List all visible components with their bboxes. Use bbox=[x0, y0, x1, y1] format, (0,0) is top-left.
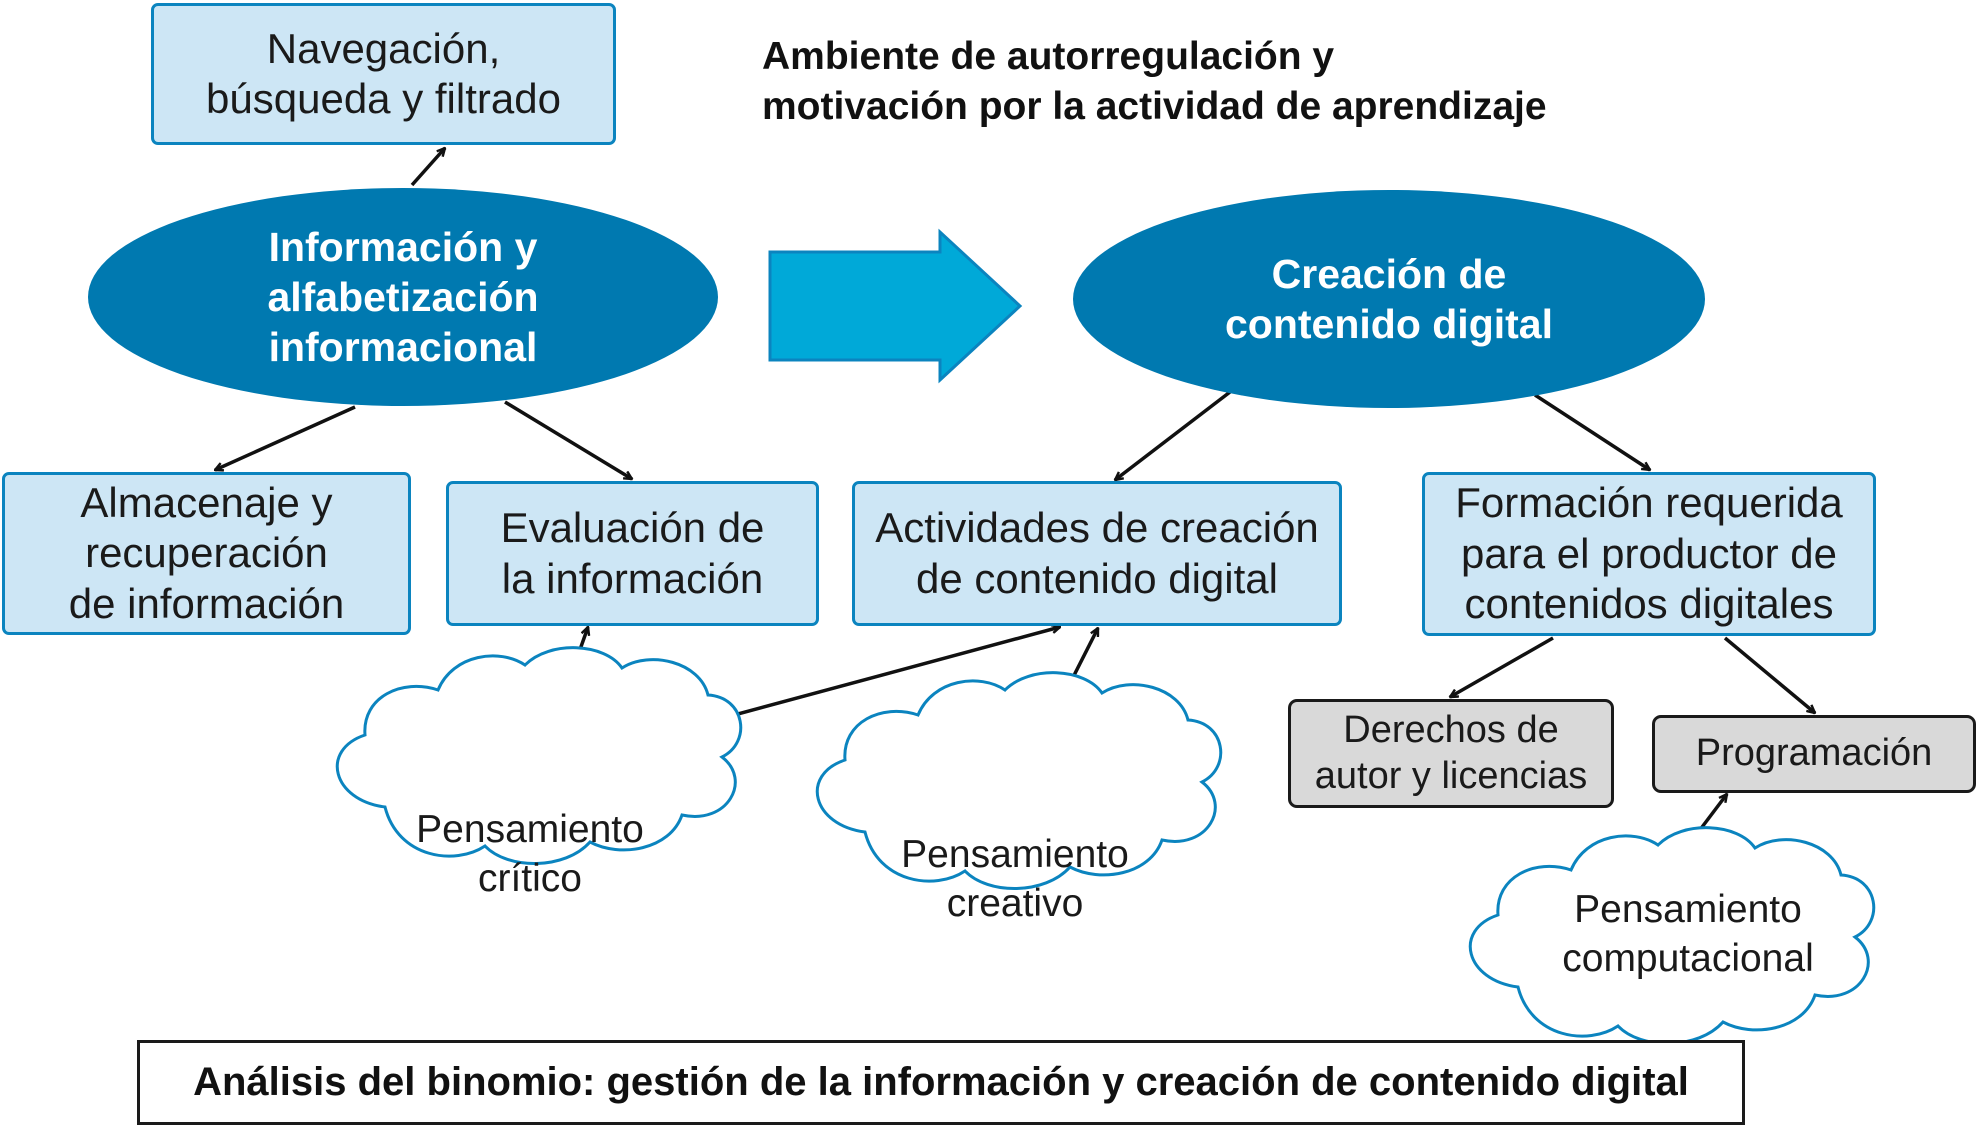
cloud-creativo-text: Pensamiento creativo bbox=[845, 825, 1185, 935]
cloud-critico-label: Pensamiento crítico bbox=[416, 808, 644, 900]
node-informacion: Información y alfabetización informacion… bbox=[88, 188, 718, 406]
node-almacenaje: Almacenaje y recuperación de información bbox=[2, 472, 411, 635]
block-arrow bbox=[768, 228, 1023, 384]
node-actividades-label: Actividades de creación de contenido dig… bbox=[875, 504, 1319, 602]
diagram-caption: Análisis del binomio: gestión de la info… bbox=[137, 1040, 1745, 1125]
cloud-computacional-label: Pensamiento computacional bbox=[1562, 888, 1814, 980]
node-creacion-label: Creación de contenido digital bbox=[1225, 250, 1553, 347]
node-navegacion: Navegación, búsqueda y filtrado bbox=[151, 3, 616, 145]
node-derechos-label: Derechos de autor y licencias bbox=[1314, 708, 1588, 797]
cloud-critico-text: Pensamiento crítico bbox=[360, 800, 700, 910]
edge-creacion-actividades bbox=[1115, 390, 1232, 480]
node-creacion: Creación de contenido digital bbox=[1073, 190, 1705, 408]
node-actividades: Actividades de creación de contenido dig… bbox=[852, 481, 1342, 626]
edge-formacion-programacion bbox=[1723, 636, 1815, 713]
cloud-computacional-text: Pensamiento computacional bbox=[1498, 880, 1878, 990]
node-evaluacion-label: Evaluación de la información bbox=[500, 504, 765, 602]
node-derechos: Derechos de autor y licencias bbox=[1288, 699, 1614, 808]
edge-informacion-almacenaje bbox=[215, 405, 356, 472]
node-informacion-label: Información y alfabetización informacion… bbox=[267, 223, 539, 370]
node-navegacion-label: Navegación, búsqueda y filtrado bbox=[206, 24, 561, 122]
node-evaluacion: Evaluación de la información bbox=[446, 481, 819, 626]
node-formacion-label: Formación requerida para el productor de… bbox=[1455, 479, 1843, 628]
cloud-creativo bbox=[815, 671, 1223, 890]
edge-formacion-derechos bbox=[1450, 636, 1554, 699]
node-almacenaje-label: Almacenaje y recuperación de información bbox=[68, 478, 345, 627]
edge-creacion-formacion bbox=[1534, 393, 1650, 472]
edge-informacion-navegacion bbox=[410, 148, 445, 187]
node-programacion-label: Programación bbox=[1695, 732, 1933, 775]
diagram-caption-text: Análisis del binomio: gestión de la info… bbox=[193, 1060, 1689, 1104]
diagram-heading: Ambiente de autorregulación y motivación… bbox=[762, 35, 1547, 128]
edge-informacion-evaluacion bbox=[504, 400, 632, 481]
node-programacion: Programación bbox=[1652, 715, 1976, 793]
cloud-creativo-label: Pensamiento creativo bbox=[901, 833, 1129, 925]
node-formacion: Formación requerida para el productor de… bbox=[1422, 472, 1876, 636]
cloud-critico bbox=[335, 646, 743, 865]
